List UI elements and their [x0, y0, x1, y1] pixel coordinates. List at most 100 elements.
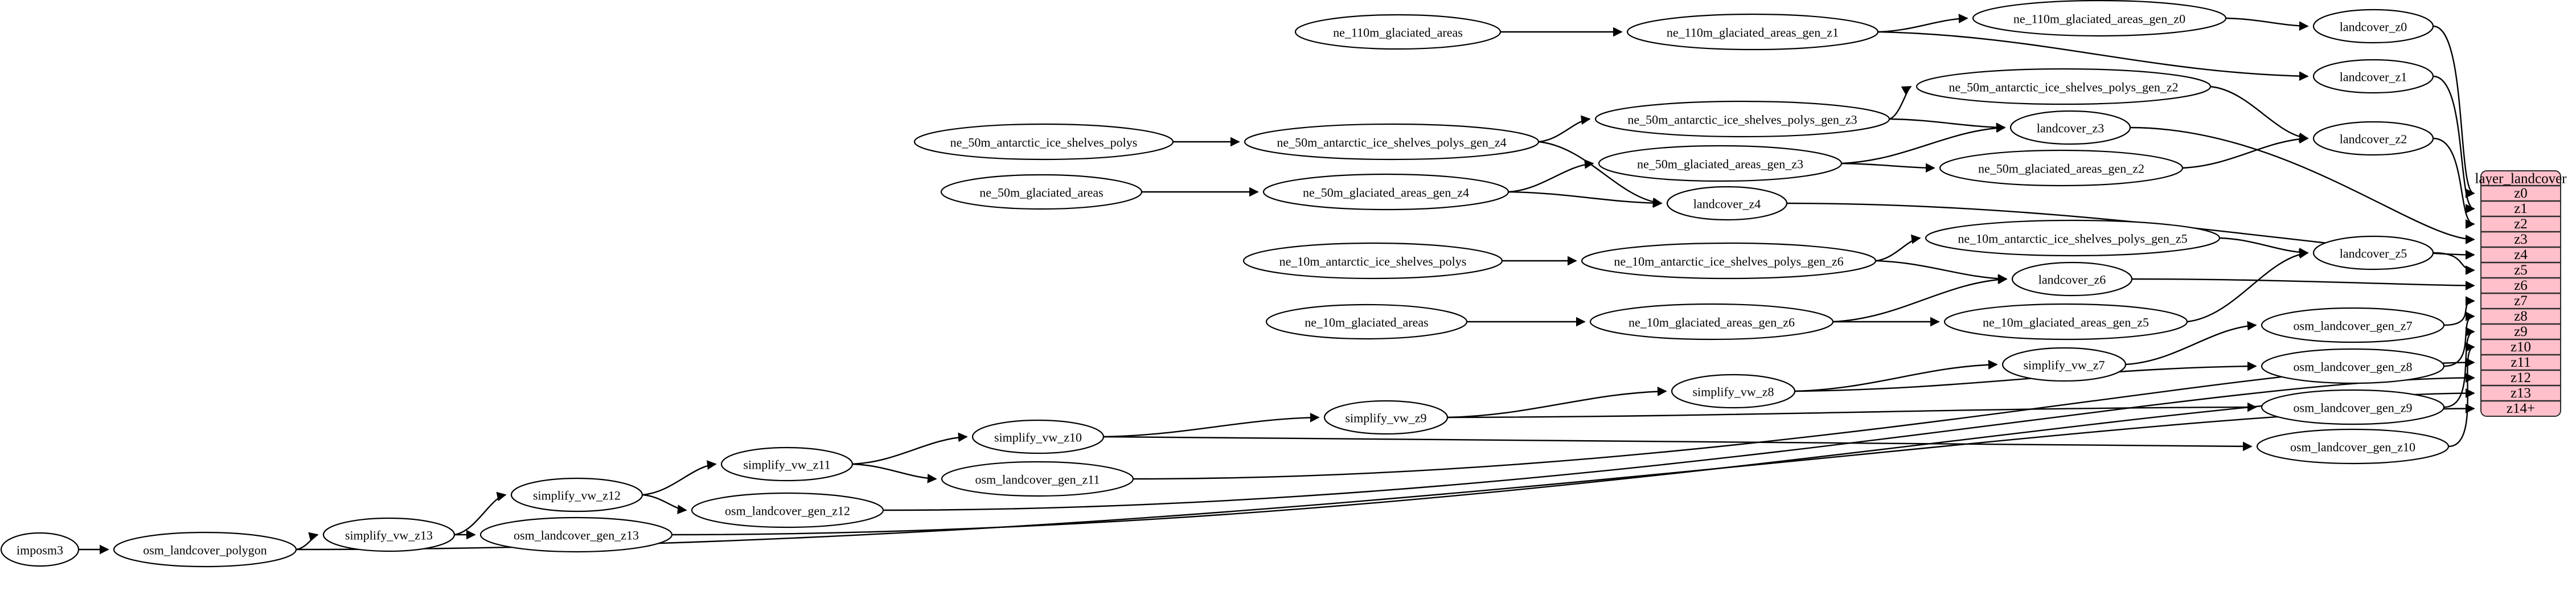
table-row-z3[interactable]: z3	[2514, 232, 2528, 247]
graph-node-ne50g_z4[interactable]: ne_50m_glaciated_areas_gen_z4	[1262, 173, 1509, 211]
graph-edge-ne110_z1-to-lc_z1	[1877, 31, 2309, 81]
graph-edge-svw_z11-to-svw_z10	[852, 432, 968, 465]
node-ellipse	[720, 446, 854, 482]
graph-node-osm_z9[interactable]: osm_landcover_gen_z9	[2261, 389, 2445, 425]
graph-node-lc_z0[interactable]: landcover_z0	[2312, 9, 2434, 44]
node-ellipse	[1943, 303, 2188, 341]
graph-node-ne50g_z2[interactable]: ne_50m_glaciated_areas_gen_z2	[1939, 149, 2184, 187]
node-ellipse	[2009, 110, 2131, 145]
graph-node-osm_z12[interactable]: osm_landcover_gen_z12	[691, 492, 884, 528]
table-row-z1[interactable]: z1	[2514, 201, 2528, 216]
graph-node-ne10g_src[interactable]: ne_10m_glaciated_areas	[1265, 304, 1468, 340]
graph-edge-lc_z3-to-table_z3	[2130, 126, 2475, 244]
graph-node-ne10s_z5[interactable]: ne_10m_antarctic_ice_shelves_polys_gen_z…	[1925, 219, 2221, 257]
node-label: ne_50m_antarctic_ice_shelves_polys_gen_z…	[1277, 136, 1506, 150]
table-row-z11[interactable]: z11	[2511, 355, 2530, 370]
node-ellipse	[941, 461, 1134, 497]
node-ellipse	[1925, 219, 2221, 257]
graph-node-imposm3[interactable]: imposm3	[0, 532, 80, 567]
table-row-z2[interactable]: z2	[2514, 216, 2528, 232]
graph-edge-ne50g_z4-to-lc_z4	[1508, 191, 1663, 208]
table-row-z10[interactable]: z10	[2511, 339, 2531, 355]
table-row-z13[interactable]: z13	[2511, 386, 2531, 401]
graph-edge-ne50s_z4-to-ne50s_z3	[1538, 115, 1591, 143]
node-ellipse	[1972, 0, 2227, 37]
graph-node-ne50s_z4[interactable]: ne_50m_antarctic_ice_shelves_polys_gen_z…	[1244, 123, 1540, 161]
table-row-z8[interactable]: z8	[2514, 309, 2528, 324]
graph-edge-ne110_z0-to-lc_z0	[2225, 17, 2309, 31]
node-ellipse	[2011, 261, 2133, 297]
graph-node-ne50s_z2[interactable]: ne_50m_antarctic_ice_shelves_polys_gen_z…	[1915, 68, 2212, 105]
graph-edge-lc_z6-to-table_z6	[2131, 278, 2475, 290]
graph-node-ne110_z0[interactable]: ne_110m_glaciated_areas_gen_z0	[1972, 0, 2227, 37]
graph-node-lc_z2[interactable]: landcover_z2	[2312, 121, 2434, 156]
node-ellipse	[1244, 123, 1540, 161]
graph-node-ne10g_z6[interactable]: ne_10m_glaciated_areas_gen_z6	[1589, 303, 1834, 341]
graph-node-svw_z11[interactable]: simplify_vw_z11	[720, 446, 854, 482]
graph-edge-osm_z8-to-table_z8	[2443, 311, 2475, 367]
graph-edge-ne110_z1-to-ne110_z0	[1877, 14, 1968, 33]
table-row-z7[interactable]: z7	[2514, 293, 2528, 309]
graph-edge-lc_z1-to-table_z1	[2433, 75, 2475, 214]
graph-node-svw_z12[interactable]: simplify_vw_z12	[510, 477, 643, 512]
graph-node-osm_z11[interactable]: osm_landcover_gen_z11	[941, 461, 1134, 497]
graph-edge-ne50g_z3-to-ne50g_z2	[1841, 162, 1935, 173]
graph-node-svw_z9[interactable]: simplify_vw_z9	[1323, 400, 1449, 435]
table-row-z9[interactable]: z9	[2514, 324, 2528, 339]
node-label: ne_50m_glaciated_areas_gen_z2	[1978, 162, 2144, 176]
graph-node-lc_z3[interactable]: landcover_z3	[2009, 110, 2131, 145]
table-row-z12[interactable]: z12	[2511, 370, 2531, 386]
graph-node-ne110_z1[interactable]: ne_110m_glaciated_areas_gen_z1	[1626, 13, 1879, 51]
node-label: landcover_z1	[2340, 70, 2407, 84]
graph-node-ne10g_z5[interactable]: ne_10m_glaciated_areas_gen_z5	[1943, 303, 2188, 341]
graph-node-svw_z13[interactable]: simplify_vw_z13	[322, 517, 456, 552]
graph-edge-svw_z8-to-osm_z8	[1794, 361, 2257, 392]
graph-node-ne50g_src[interactable]: ne_50m_glaciated_areas	[940, 174, 1143, 210]
table-row-z4[interactable]: z4	[2514, 247, 2528, 263]
graph-node-osm_z10[interactable]: osm_landcover_gen_z10	[2256, 428, 2450, 465]
graph-edge-osm_z9-to-table_z9	[2443, 327, 2475, 408]
node-label: simplify_vw_z7	[2024, 358, 2105, 372]
node-label: ne_10m_antarctic_ice_shelves_polys_gen_z…	[1614, 255, 1843, 269]
graph-node-lc_z4[interactable]: landcover_z4	[1666, 186, 1788, 221]
node-label: osm_landcover_polygon	[143, 543, 267, 557]
node-layer: ne_110m_glaciated_areas ne_110m_glaciated…	[0, 0, 2450, 568]
graph-node-osm_poly[interactable]: osm_landcover_polygon	[113, 531, 297, 568]
graph-node-svw_z7[interactable]: simplify_vw_z7	[2001, 347, 2127, 382]
graph-node-osm_z13[interactable]: osm_landcover_gen_z13	[479, 516, 673, 553]
graph-node-svw_z10[interactable]: simplify_vw_z10	[971, 419, 1105, 454]
graph-edge-svw_z9-to-osm_z9	[1447, 402, 2257, 419]
graph-node-ne50s_src[interactable]: ne_50m_antarctic_ice_shelves_polys	[913, 123, 1174, 161]
graph-node-lc_z1[interactable]: landcover_z1	[2312, 59, 2434, 94]
graph-node-ne10s_src[interactable]: ne_10m_antarctic_ice_shelves_polys	[1242, 242, 1503, 280]
graph-node-ne10s_z6[interactable]: ne_10m_antarctic_ice_shelves_polys_gen_z…	[1581, 242, 1877, 280]
graph-node-ne110_src[interactable]: ne_110m_glaciated_areas	[1294, 14, 1502, 50]
graph-edge-ne50s_z2-to-lc_z2	[2210, 85, 2309, 142]
table-row-z0[interactable]: z0	[2514, 186, 2528, 201]
node-ellipse	[2261, 348, 2445, 384]
graph-node-osm_z8[interactable]: osm_landcover_gen_z8	[2261, 348, 2445, 384]
table-row-z6[interactable]: z6	[2514, 278, 2528, 293]
graph-node-osm_z7[interactable]: osm_landcover_gen_z7	[2261, 307, 2445, 343]
node-label: landcover_z0	[2340, 20, 2407, 34]
graph-node-lc_z5[interactable]: landcover_z5	[2312, 235, 2434, 270]
node-label: ne_10m_glaciated_areas	[1305, 315, 1428, 330]
graph-node-ne50g_z3[interactable]: ne_50m_glaciated_areas_gen_z3	[1598, 145, 1843, 182]
node-label: ne_10m_antarctic_ice_shelves_polys	[1279, 255, 1467, 269]
graph-node-lc_z6[interactable]: landcover_z6	[2011, 261, 2133, 297]
node-ellipse	[1594, 100, 1890, 138]
node-ellipse	[913, 123, 1174, 161]
node-ellipse	[1262, 173, 1509, 211]
node-ellipse	[2312, 59, 2434, 94]
table-row-z14plus[interactable]: z14+	[2507, 401, 2535, 416]
node-label: landcover_z2	[2340, 132, 2407, 146]
graph-edge-svw_z7-to-osm_z7	[2125, 321, 2257, 366]
graph-node-svw_z8[interactable]: simplify_vw_z8	[1671, 374, 1796, 409]
table-row-z5[interactable]: z5	[2514, 263, 2528, 278]
node-label: ne_110m_glaciated_areas_gen_z1	[1667, 26, 1839, 40]
node-ellipse	[2312, 121, 2434, 156]
node-label: ne_10m_glaciated_areas_gen_z5	[1983, 315, 2149, 330]
graph-node-ne50s_z3[interactable]: ne_50m_antarctic_ice_shelves_polys_gen_z…	[1594, 100, 1890, 138]
graph-edge-osm_poly-to-svw_z13	[296, 532, 319, 551]
